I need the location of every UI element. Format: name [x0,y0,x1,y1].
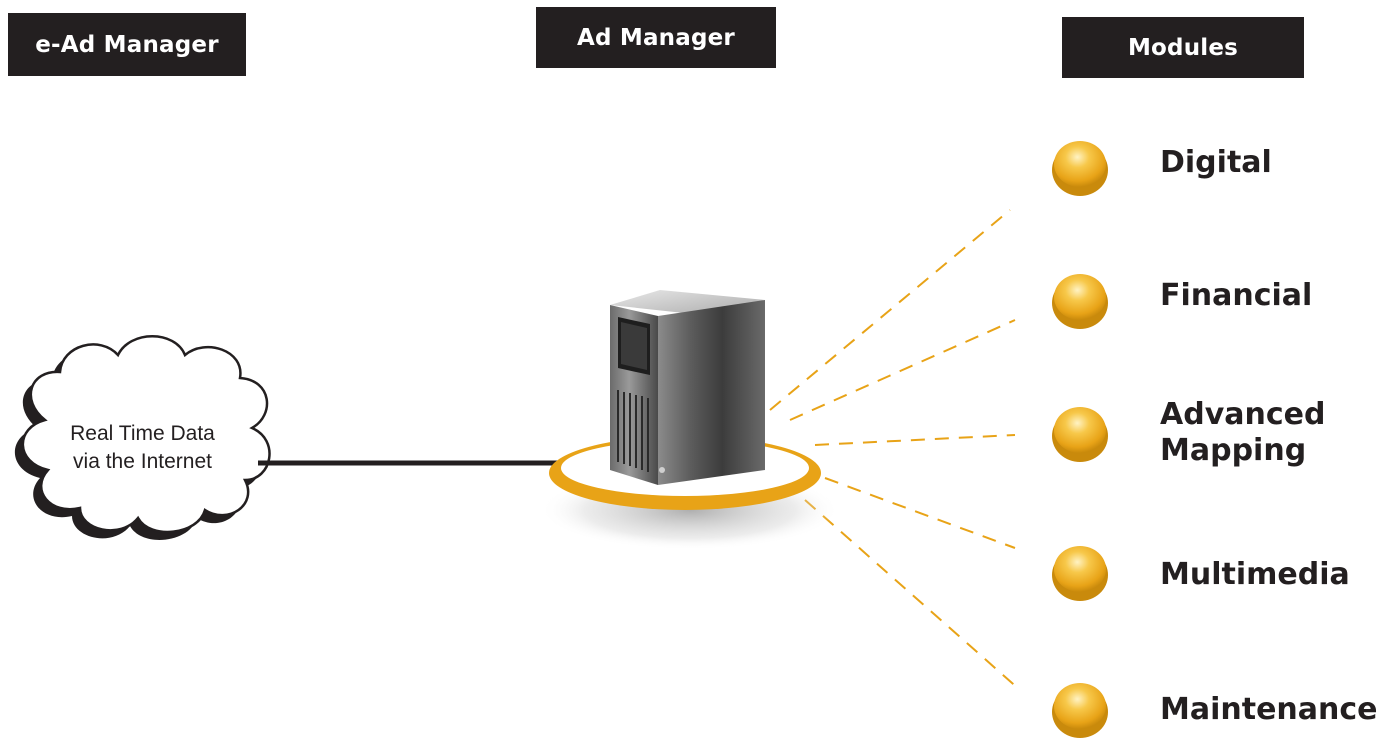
module-label-advanced-mapping: Advanced Mapping [1160,397,1325,469]
orb-icon-digital [1052,141,1108,196]
connector-maintenance [804,499,1021,691]
ad-manager-header: Ad Manager [536,7,776,68]
modules-header-label: Modules [1127,34,1239,61]
module-label-maintenance: Maintenance [1160,692,1378,727]
e-ad-manager-header-label: e-Ad Manager [35,31,219,58]
cloud-label-line1: Real Time Data [70,422,215,445]
module-label-advanced-mapping-line2: Mapping [1160,433,1307,468]
module-label-multimedia: Multimedia [1160,557,1350,592]
module-label-advanced-mapping-line1: Advanced [1160,397,1326,432]
orb-icon-advanced-mapping [1052,407,1108,462]
ad-manager-header-label: Ad Manager [577,24,735,51]
orb-icon-financial [1052,274,1108,329]
modules-header: Modules [1062,17,1304,78]
module-label-financial: Financial [1160,278,1313,313]
server-icon [540,290,840,550]
e-ad-manager-header: e-Ad Manager [8,13,246,76]
module-label-digital: Digital [1160,145,1272,180]
connector-financial [789,319,1016,421]
module-orbs [1052,141,1108,738]
orb-icon-multimedia [1052,546,1108,601]
connector-multimedia [824,477,1016,549]
connector-digital [769,209,1011,411]
cloud-label: Real Time Data via the Internet [30,420,255,476]
cloud-label-line2: via the Internet [73,450,212,473]
cloud-icon [14,335,271,540]
orb-icon-maintenance [1052,683,1108,738]
connector-advanced-mapping [814,434,1016,446]
module-connectors [769,209,1021,691]
